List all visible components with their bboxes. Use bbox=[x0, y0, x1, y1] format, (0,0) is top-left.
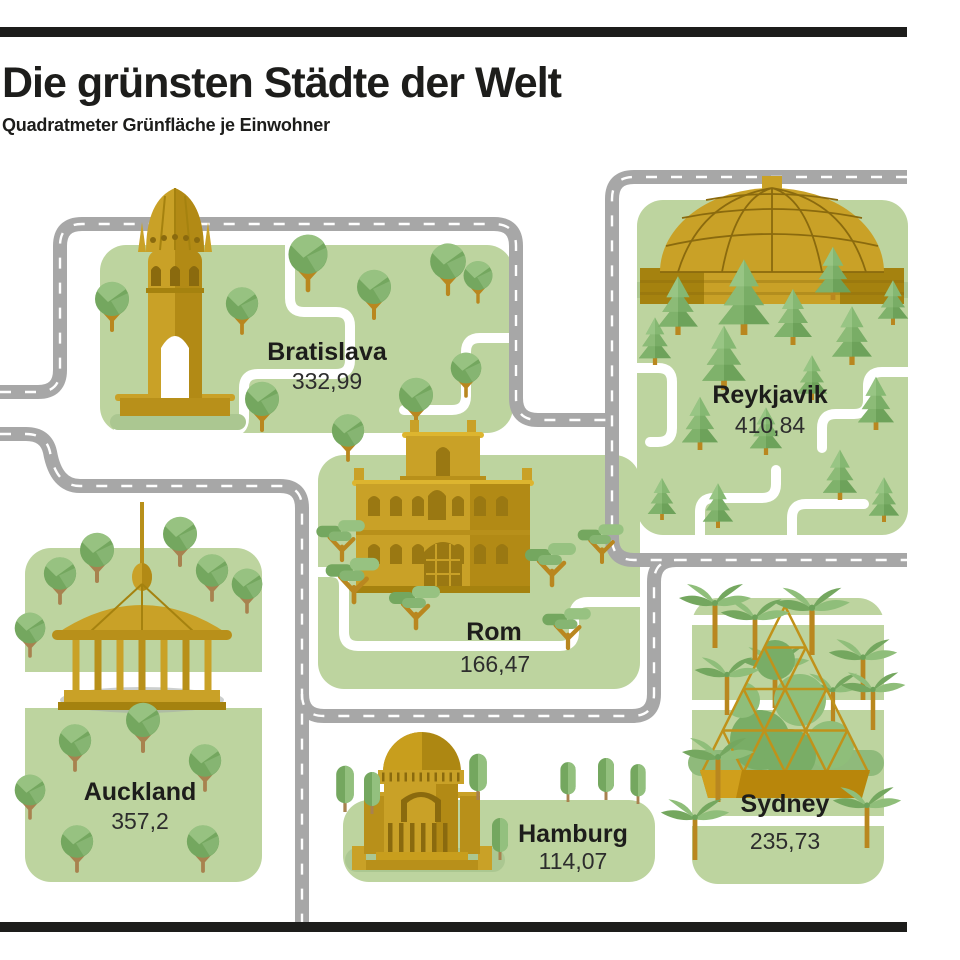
page-title: Die grünsten Städte der Welt bbox=[2, 59, 562, 107]
road-center-lines bbox=[0, 175, 907, 922]
road-network bbox=[0, 170, 907, 922]
label-hamburg: Hamburg bbox=[518, 820, 628, 848]
label-reykjavik: Reykjavik bbox=[712, 381, 827, 409]
sydney-park: Sydney 235,73 bbox=[661, 584, 906, 860]
page-subtitle: Quadratmeter Grünfläche je Einwohner bbox=[2, 115, 330, 135]
auckland-landmark-icon bbox=[52, 502, 232, 710]
bottom-rule-bar bbox=[0, 922, 907, 932]
value-hamburg: 114,07 bbox=[539, 848, 608, 874]
value-rom: 166,47 bbox=[460, 651, 530, 677]
value-bratislava: 332,99 bbox=[292, 368, 362, 394]
reykjavik-park: Reykjavik 410,84 bbox=[637, 176, 909, 528]
hamburg-park: Hamburg 114,07 bbox=[336, 732, 646, 874]
sydney-landmark-icon bbox=[699, 603, 871, 798]
label-auckland: Auckland bbox=[84, 778, 197, 806]
top-rule-bar bbox=[0, 27, 907, 37]
auckland-park: Auckland 357,2 bbox=[15, 502, 263, 871]
label-sydney: Sydney bbox=[741, 790, 830, 818]
rom-landmark-icon bbox=[352, 420, 534, 593]
label-rom: Rom bbox=[466, 618, 522, 646]
label-bratislava: Bratislava bbox=[267, 338, 388, 366]
rom-park: Rom 166,47 bbox=[316, 420, 623, 677]
value-auckland: 357,2 bbox=[111, 808, 169, 834]
value-sydney: 235,73 bbox=[750, 828, 820, 854]
bratislava-landmark-icon bbox=[115, 188, 235, 416]
value-reykjavik: 410,84 bbox=[735, 412, 806, 438]
hamburg-landmark-icon bbox=[352, 732, 492, 870]
bratislava-park: Bratislava 332,99 bbox=[95, 188, 492, 460]
